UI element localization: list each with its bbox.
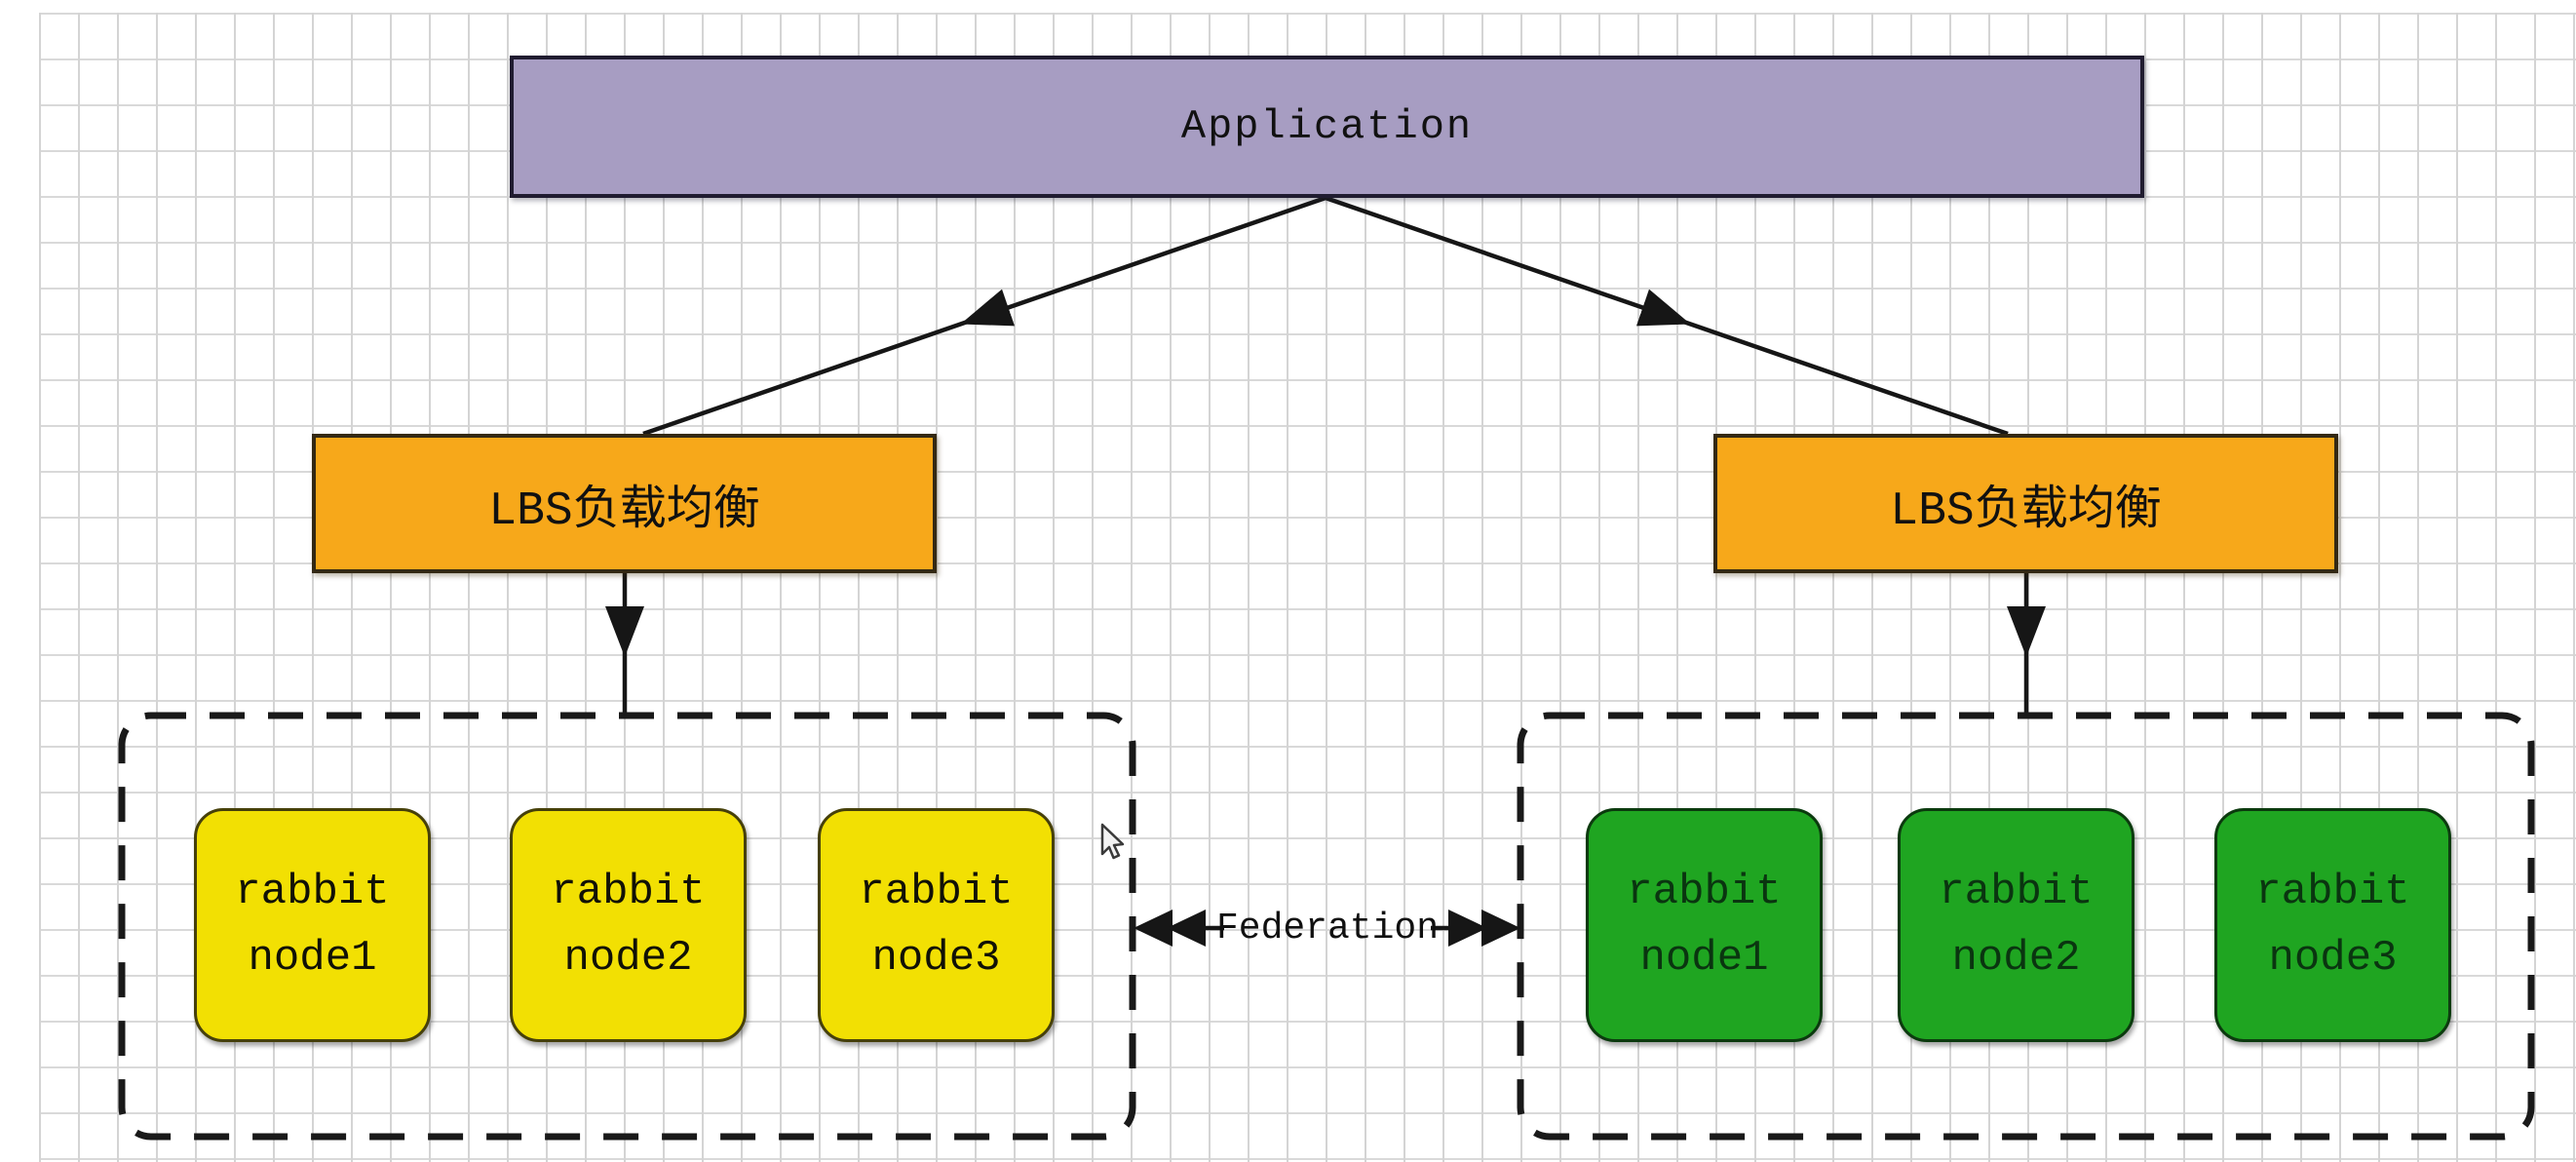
rabbit-node3-right[interactable]: rabbit node3	[2214, 808, 2451, 1042]
node-label-line: node3	[871, 934, 1001, 983]
federation-label-text: Federation	[1215, 907, 1440, 949]
node-label-line: node2	[1951, 934, 2081, 983]
rabbit-node2-left[interactable]: rabbit node2	[510, 808, 747, 1042]
rabbit-node2-right[interactable]: rabbit node2	[1898, 808, 2134, 1042]
rabbit-node3-left[interactable]: rabbit node3	[818, 808, 1055, 1042]
application-label: Application	[1180, 103, 1474, 150]
node-label-line: node2	[563, 934, 693, 983]
rabbit-node1-right[interactable]: rabbit node1	[1586, 808, 1823, 1042]
node-label-line: node1	[1639, 934, 1769, 983]
lbs-right-label: LBS负载均衡	[1890, 485, 2162, 538]
node-label-line: rabbit	[1627, 867, 1782, 916]
node-label-line: node1	[248, 934, 377, 983]
federation-label: Federation	[1211, 901, 1444, 955]
lbs-load-balancer-left[interactable]: LBS负载均衡	[312, 434, 937, 573]
node-label-line: rabbit	[551, 867, 706, 916]
rabbit-node1-left[interactable]: rabbit node1	[194, 808, 431, 1042]
node-label-line: node3	[2268, 934, 2398, 983]
node-label-line: rabbit	[1939, 867, 2094, 916]
node-label-line: rabbit	[235, 867, 390, 916]
lbs-load-balancer-right[interactable]: LBS负载均衡	[1713, 434, 2338, 573]
application-box[interactable]: Application	[510, 56, 2144, 198]
node-label-line: rabbit	[2255, 867, 2410, 916]
node-label-line: rabbit	[859, 867, 1014, 916]
lbs-left-label: LBS负载均衡	[488, 485, 760, 538]
